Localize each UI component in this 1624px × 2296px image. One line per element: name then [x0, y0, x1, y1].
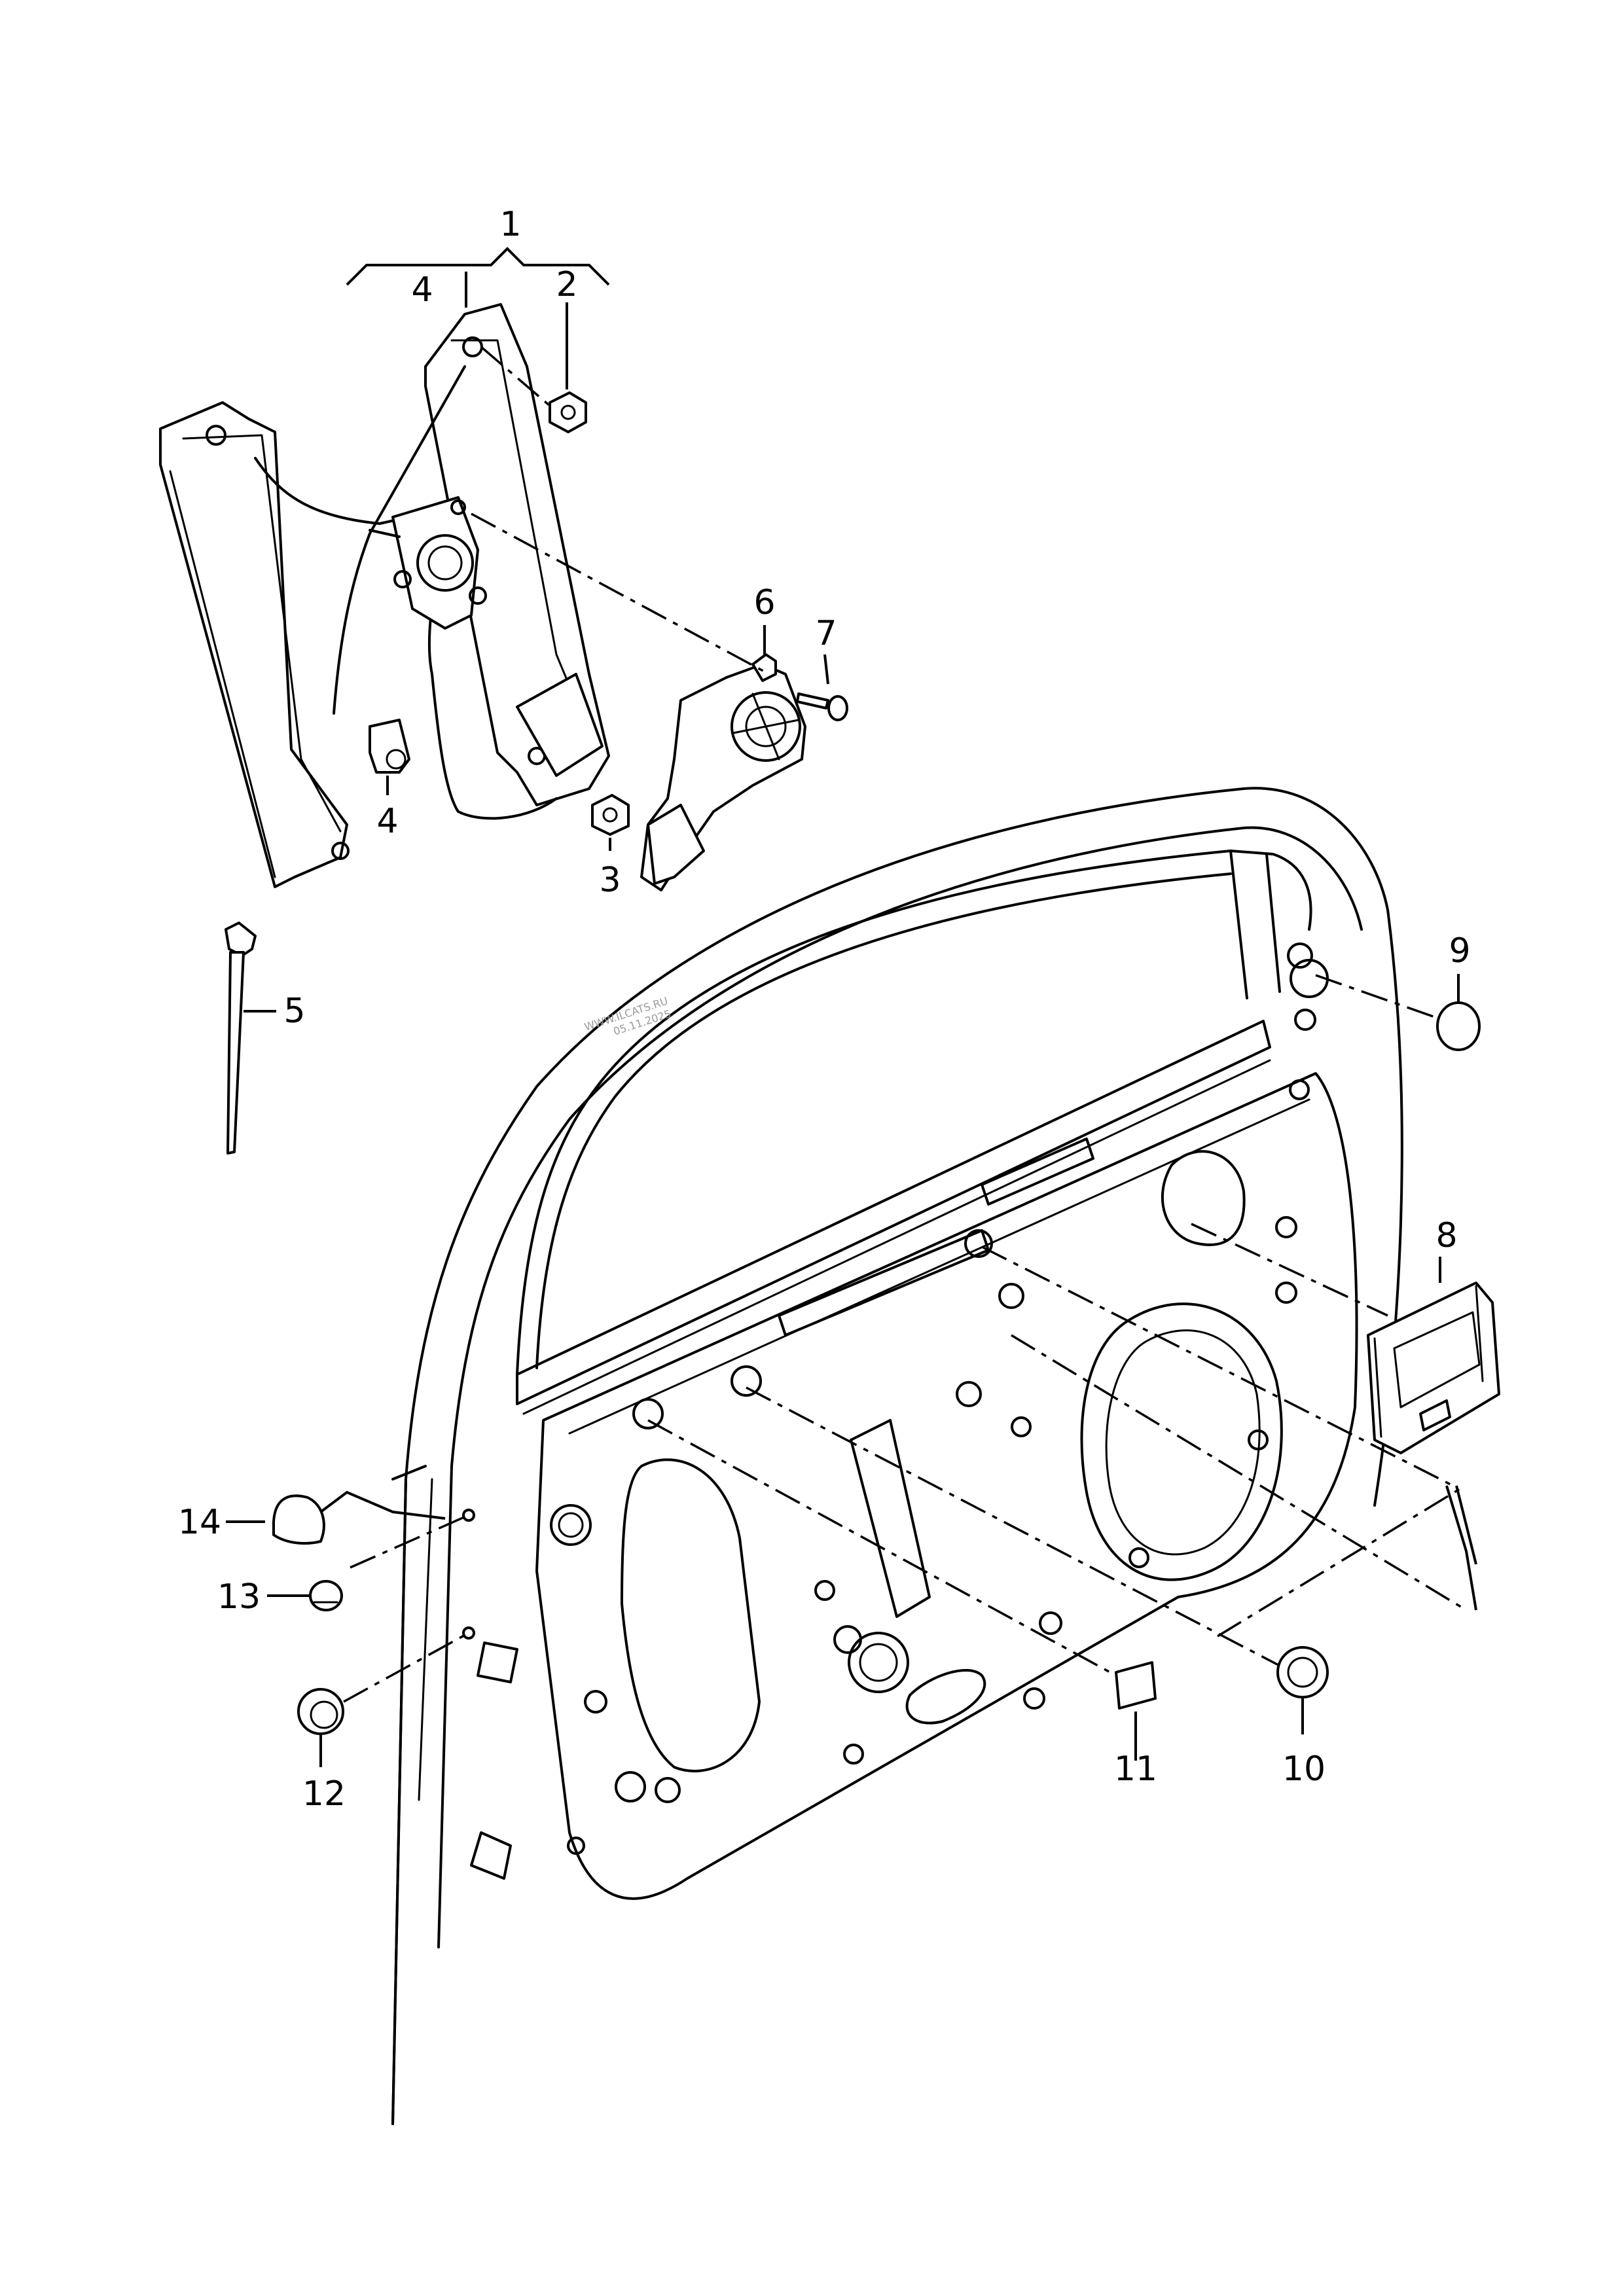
callout-1: 1 [499, 205, 521, 244]
callout-5: 5 [283, 992, 305, 1031]
callout-10: 10 [1282, 1749, 1326, 1789]
callout-3: 3 [599, 861, 621, 900]
callout-2: 2 [556, 265, 577, 304]
part-5-cable-tie [225, 922, 257, 1155]
callout-4-lower: 4 [376, 802, 398, 841]
part-2-nut [549, 391, 587, 433]
part-11-pad [1115, 1661, 1157, 1710]
part-9-plug [1436, 1001, 1481, 1051]
callout-7: 7 [815, 614, 837, 653]
callout-4-upper: 4 [411, 270, 433, 310]
part-3-nut [591, 794, 630, 836]
part-4-clip [369, 719, 410, 774]
part-7-screw [796, 692, 848, 721]
callout-labels: 1 2 3 4 4 5 6 7 8 9 10 11 12 13 14 [178, 205, 1471, 1814]
window-regulator [159, 303, 610, 888]
part-13-clip [309, 1580, 343, 1611]
part-12-plug [297, 1688, 344, 1735]
part-6-motor [640, 653, 806, 891]
callout-11: 11 [1114, 1749, 1157, 1789]
door-shell [391, 787, 1403, 2125]
callout-12: 12 [302, 1774, 346, 1814]
callout-13: 13 [217, 1577, 261, 1617]
callout-14: 14 [178, 1503, 221, 1542]
callout-6: 6 [753, 583, 775, 622]
callout-8: 8 [1435, 1216, 1457, 1255]
part-14-cap [272, 1494, 325, 1545]
leader-lines [226, 247, 1477, 1767]
part-8-control-module [1367, 1282, 1500, 1454]
callout-9: 9 [1449, 931, 1470, 971]
assembly-lines [343, 346, 1467, 1703]
part-10-grommet [1276, 1646, 1329, 1698]
